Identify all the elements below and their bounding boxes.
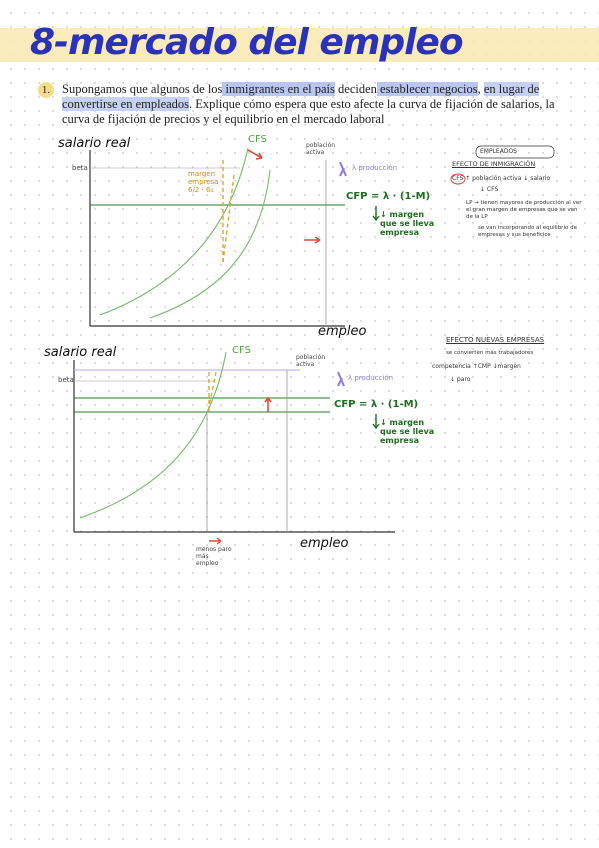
graph2-orange-dash-2 bbox=[207, 371, 217, 413]
notes2-line1: EFECTO NUEVAS EMPRESAS bbox=[446, 336, 545, 344]
notes2-line4: ↓ paro bbox=[450, 376, 471, 383]
question-highlight-immigrants: inmigrantes en el país bbox=[222, 82, 335, 96]
title-highlight-band bbox=[0, 28, 599, 62]
graph2-cfs-curve bbox=[79, 351, 227, 519]
notes1-line3: CFS ↑ población activa ↓ salario bbox=[452, 175, 551, 182]
question-seg3: deciden bbox=[334, 82, 377, 96]
notes1-line2: EFECTO DE INMIGRACIÓN bbox=[452, 160, 536, 168]
question-highlight-business: establecer negocios bbox=[376, 82, 478, 96]
graph2-production-note: λ producción bbox=[348, 374, 394, 382]
graph1-orange-note: margen empresa 6/2 · 6₄ bbox=[188, 170, 219, 194]
graph1-tick-label: beta bbox=[72, 164, 88, 172]
graph1-margin-note: ↓ margen que se lleva empresa bbox=[380, 210, 435, 237]
question-seg1: Supongamos que algunos de los bbox=[62, 82, 223, 96]
graph1-cfp-label: CFP = λ · (1-M) bbox=[346, 191, 431, 202]
graph2-population-note: población activa bbox=[296, 354, 326, 368]
notes1-line1: EMPLEADOS bbox=[480, 148, 517, 155]
graph2-employment-arrow bbox=[209, 537, 222, 545]
notes1-line4: ↓ CFS bbox=[480, 186, 499, 193]
notes2-line2: se convierten más trabajadores bbox=[446, 350, 534, 356]
question-number: 1. bbox=[38, 82, 54, 98]
graph2-lambda-icon bbox=[337, 371, 345, 387]
graph2-bottom-note: menos paro más empleo bbox=[196, 546, 232, 567]
notes1-circle-mark bbox=[450, 173, 466, 185]
notes1-box bbox=[475, 145, 555, 159]
graph2-tick-label: beta bbox=[58, 376, 74, 384]
graph1-production-note: λ producción bbox=[352, 164, 398, 172]
graph1-shift-arrowhead bbox=[255, 152, 263, 160]
graph2-up-arrow bbox=[264, 396, 272, 412]
page-title: 8-mercado del empleo bbox=[30, 22, 464, 63]
question-seg5: , bbox=[477, 82, 484, 96]
notes1-line6: se van incorporando al equilibrio de emp… bbox=[478, 225, 577, 238]
graph1-margin-arrow-icon bbox=[372, 206, 380, 222]
graph1-shift-arrow bbox=[247, 149, 263, 159]
question-block: 1. Supongamos que algunos de los inmigra… bbox=[38, 82, 558, 127]
graph1-cfs-label: CFS bbox=[248, 134, 267, 145]
graph1-x-label: empleo bbox=[318, 324, 367, 339]
graph2-y-label: salario real bbox=[44, 345, 117, 360]
graph1-population-note: población activa bbox=[306, 142, 336, 156]
notes1-line5: LP → tienen mayores de producción al ver… bbox=[466, 200, 582, 220]
graph2-margin-note: ↓ margen que se lleva empresa bbox=[380, 418, 435, 445]
graph1-population-arrow bbox=[304, 236, 321, 244]
graph1-lambda-icon bbox=[339, 161, 347, 177]
graph2-cfp-label: CFP = λ · (1-M) bbox=[334, 399, 419, 410]
question-text: Supongamos que algunos de los inmigrante… bbox=[62, 82, 558, 127]
graph1-cfs-curve bbox=[99, 147, 249, 316]
notes2-line3: competencia ↑CMP ↓margen bbox=[432, 363, 521, 370]
graph1-orange-dash-2 bbox=[222, 174, 235, 263]
graph1-y-label: salario real bbox=[58, 136, 131, 151]
graph1-cfs-curve-shifted bbox=[149, 169, 271, 319]
question-seg7: . Explique cómo espera que esto afecte l… bbox=[62, 97, 555, 126]
graph2-cfs-label: CFS bbox=[232, 345, 251, 356]
graph2-x-label: empleo bbox=[300, 536, 349, 551]
graph2-margin-arrow-icon bbox=[372, 414, 380, 430]
